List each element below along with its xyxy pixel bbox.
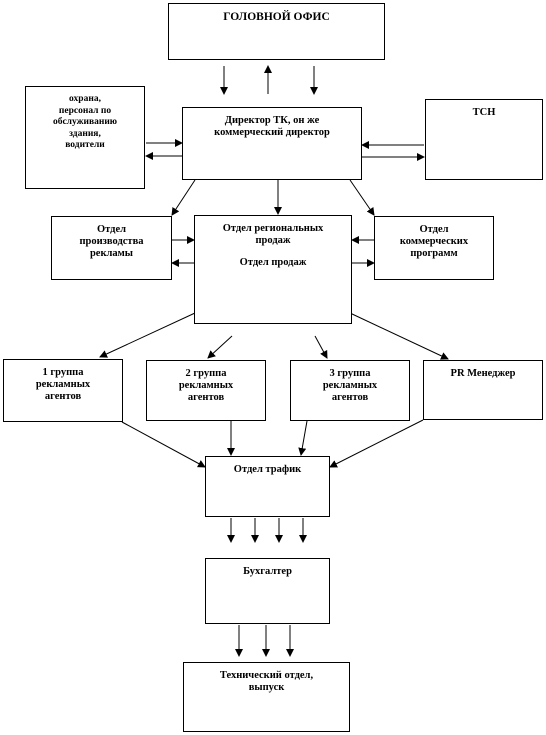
head-office-box: ГОЛОВНОЙ ОФИС	[168, 3, 385, 60]
group-1-box: 1 группа рекламных агентов	[3, 359, 123, 422]
arrow-sales-to-group-2	[207, 335, 233, 359]
group-3-box: 3 группа рекламных агентов	[290, 360, 410, 421]
commercial-programs-label-line-3: программ	[410, 248, 458, 259]
group-1-label-line-2: рекламных	[35, 379, 91, 390]
pr-manager-box: PR Менеджер	[423, 360, 543, 420]
arrow-sales-to-pr-manager	[349, 312, 449, 360]
group-2-label-line-2: рекламных	[178, 380, 234, 391]
director-box: Директор ТК, он же коммерческий директор	[182, 107, 362, 180]
group-2-box: 2 группа рекламных агентов	[146, 360, 266, 421]
head-office-label: ГОЛОВНОЙ ОФИС	[223, 11, 330, 23]
technical-label-line-1: Технический отдел,	[219, 670, 314, 681]
ad-production-box: Отдел производства рекламы	[51, 216, 172, 280]
group-2-label-line-1: 2 группа	[185, 368, 227, 379]
arrow-director-to-commercial	[349, 179, 375, 216]
commercial-programs-label-line-1: Отдел	[419, 224, 449, 235]
security-staff-box: охрана, персонал по обслуживанию здания,…	[25, 86, 145, 189]
security-staff-label-line-3: обслуживанию	[52, 117, 118, 127]
tsn-box: ТСН	[425, 99, 543, 180]
arrow-director-to-ad-production	[171, 179, 196, 216]
security-staff-label-line-4: здания,	[69, 128, 101, 139]
director-label-line-1: Директор ТК, он же	[224, 115, 320, 126]
arrow-sales-to-group-3	[314, 335, 328, 359]
group-1-label-line-3: агентов	[44, 391, 82, 402]
group-1-label-line-1: 1 группа	[42, 367, 84, 378]
tsn-label: ТСН	[472, 107, 496, 118]
ad-production-label-line-1: Отдел	[96, 224, 127, 235]
traffic-box: Отдел трафик	[205, 456, 330, 517]
security-staff-label-line-5: водители	[65, 140, 105, 150]
commercial-programs-label-line-2: коммерческих	[399, 236, 469, 247]
technical-box: Технический отдел, выпуск	[183, 662, 350, 732]
sales-label: Отдел продаж	[239, 257, 307, 268]
group-2-label-line-3: агентов	[187, 392, 225, 403]
traffic-label: Отдел трафик	[233, 464, 302, 475]
arrow-sales-to-group-1	[99, 312, 196, 358]
arrow-group-1-to-traffic	[121, 421, 206, 468]
ad-production-label-line-2: производства	[79, 236, 144, 247]
regional-sales-label-line-2: продаж	[255, 235, 291, 246]
accountant-label: Бухгалтер	[243, 566, 292, 577]
group-3-label-line-3: агентов	[331, 392, 369, 403]
regional-sales-label-line-1: Отдел региональных	[222, 223, 324, 234]
security-staff-label-line-1: охрана,	[69, 94, 101, 104]
security-staff-label-line-2: персонал по	[58, 105, 112, 116]
arrow-group-3-to-traffic	[298, 420, 308, 456]
accountant-box: Бухгалтер	[205, 558, 330, 624]
commercial-programs-box: Отдел коммерческих программ	[374, 216, 494, 280]
group-3-label-line-1: 3 группа	[329, 368, 371, 379]
technical-label-line-2: выпуск	[248, 682, 285, 693]
group-3-label-line-2: рекламных	[322, 380, 378, 391]
ad-production-label-line-3: рекламы	[89, 248, 134, 259]
sales-box: Отдел региональных продаж Отдел продаж	[194, 215, 352, 324]
director-label-line-2: коммерческий директор	[214, 127, 330, 138]
arrow-pr-to-traffic	[329, 419, 424, 468]
pr-manager-label: PR Менеджер	[450, 368, 516, 379]
